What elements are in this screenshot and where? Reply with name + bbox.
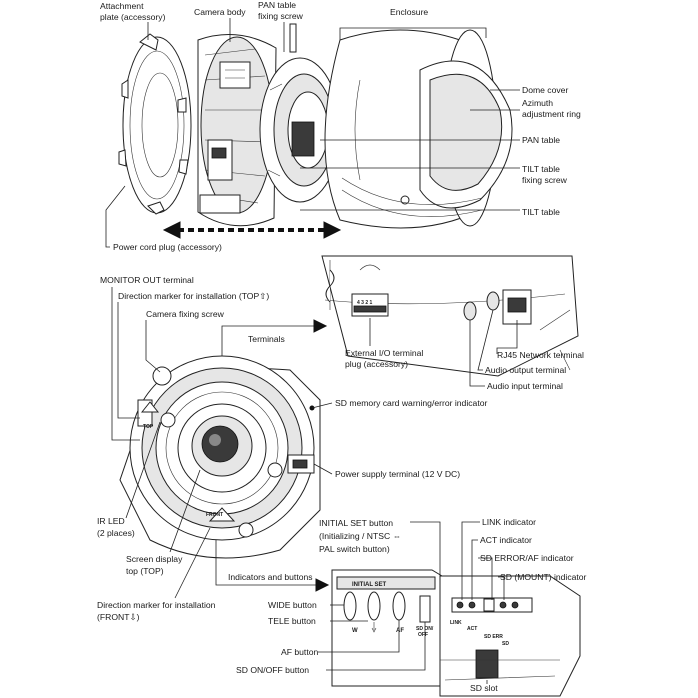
label-enclosure: Enclosure: [390, 7, 428, 17]
label-sd-onoff-button: SD ON/OFF button: [236, 665, 309, 675]
panel-sd-mount: SD: [502, 641, 509, 647]
panel-initial-set: INITIAL SET: [352, 582, 387, 588]
label-sd-slot: SD slot: [470, 683, 498, 693]
label-azimuth-ring-2: adjustment ring: [522, 109, 581, 119]
label-indicators-buttons: Indicators and buttons: [228, 572, 313, 582]
panel-act: ACT: [467, 626, 477, 632]
button-panel-drawing: INITIAL SET W AF SD ON/ OFF LINK ACT SD …: [331, 569, 581, 697]
enclosure-drawing: [324, 29, 513, 229]
label-pan-table-screw-2: fixing screw: [258, 11, 304, 21]
terminal-numbers: 4 3 2 1: [357, 300, 373, 306]
label-direction-front-1: Direction marker for installation: [97, 600, 216, 610]
label-sd-error-af: SD ERROR/AF indicator: [480, 553, 574, 563]
label-dome-cover: Dome cover: [522, 85, 568, 95]
front-mark: FRONT: [206, 512, 223, 518]
label-external-io-1: External I/O terminal: [345, 348, 423, 358]
camera-front-drawing: TOP FRONT: [119, 355, 321, 559]
label-external-io-2: plug (accessory): [345, 359, 408, 369]
label-sd-warning: SD memory card warning/error indicator: [335, 398, 487, 408]
top-mark: TOP: [143, 424, 154, 430]
label-direction-top: Direction marker for installation (TOP⇧): [118, 291, 269, 301]
label-act-indicator: ACT indicator: [480, 535, 532, 545]
label-sd-mount: SD (MOUNT) indicator: [500, 572, 587, 582]
label-power-supply: Power supply terminal (12 V DC): [335, 469, 460, 479]
label-camera-fixing-screw: Camera fixing screw: [146, 309, 225, 319]
label-ir-led-2: (2 places): [97, 528, 135, 538]
label-rj45: RJ45 Network terminal: [497, 350, 584, 360]
label-link-indicator: LINK indicator: [482, 517, 536, 527]
label-monitor-out: MONITOR OUT terminal: [100, 275, 194, 285]
label-tilt-table-screw-2: fixing screw: [522, 175, 568, 185]
label-tilt-table-screw-1: TILT table: [522, 164, 560, 174]
label-attachment-plate-1: Attachment: [100, 1, 144, 11]
label-direction-front-2: (FRONT⇩): [97, 612, 140, 622]
separation-arrow: [162, 221, 342, 239]
pan-table-drawing: [259, 23, 341, 203]
panel-w: W: [352, 628, 358, 634]
label-initial-set-2: (Initializing / NTSC ⇔: [319, 531, 401, 541]
label-screen-top-1: Screen display: [126, 554, 183, 564]
label-pan-table-screw-1: PAN table: [258, 0, 296, 10]
label-ir-led-1: IR LED: [97, 516, 125, 526]
label-af-button: AF button: [281, 647, 318, 657]
attachment-plate-drawing: [118, 33, 192, 215]
label-azimuth-ring-1: Azimuth: [522, 98, 553, 108]
terminal-detail-drawing: 4 3 2 1: [321, 255, 579, 377]
label-initial-set-1: INITIAL SET button: [319, 518, 393, 528]
label-pan-table: PAN table: [522, 135, 560, 145]
panel-sd-err: SD ERR: [484, 634, 503, 640]
label-tilt-table: TILT table: [522, 207, 560, 217]
label-screen-top-2: top (TOP): [126, 566, 164, 576]
panel-sd-onoff-2: OFF: [418, 632, 428, 638]
camera-body-drawing: [197, 34, 277, 227]
panel-af: AF: [396, 628, 404, 634]
label-tele-button: TELE button: [268, 616, 316, 626]
panel-link: LINK: [450, 620, 462, 626]
label-camera-body: Camera body: [194, 7, 246, 17]
label-attachment-plate-2: plate (accessory): [100, 12, 166, 22]
label-wide-button: WIDE button: [268, 600, 317, 610]
label-power-cord-plug: Power cord plug (accessory): [113, 242, 222, 252]
label-audio-output: Audio output terminal: [485, 365, 566, 375]
label-initial-set-3: PAL switch button): [319, 544, 390, 554]
label-audio-input: Audio input terminal: [487, 381, 563, 391]
label-terminals: Terminals: [248, 334, 285, 344]
